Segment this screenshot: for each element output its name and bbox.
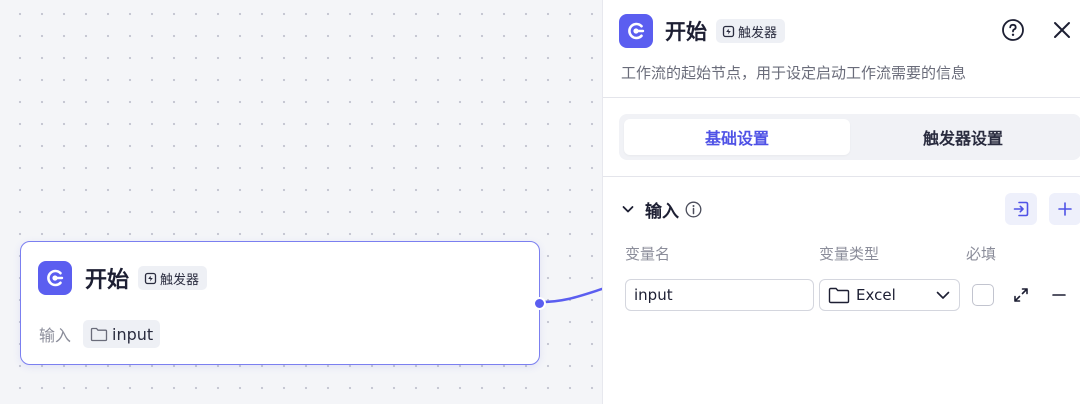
trigger-icon bbox=[144, 272, 157, 284]
workflow-canvas[interactable]: 开始 触发器 输入 input bbox=[0, 0, 602, 404]
folder-icon bbox=[828, 287, 850, 303]
chevron-down-icon[interactable] bbox=[621, 202, 635, 216]
panel-description: 工作流的起始节点，用于设定启动工作流需要的信息 bbox=[621, 64, 967, 82]
section-title: 输入 bbox=[645, 201, 679, 222]
column-header-name: 变量名 bbox=[625, 245, 671, 263]
panel-header: 开始 触发器 bbox=[619, 14, 786, 48]
tabs-divider bbox=[603, 176, 1080, 177]
required-checkbox[interactable] bbox=[972, 284, 994, 306]
badge-label: 触发器 bbox=[738, 25, 778, 41]
node-header: 开始 触发器 bbox=[38, 260, 208, 296]
close-button[interactable] bbox=[1048, 16, 1076, 44]
info-icon[interactable] bbox=[685, 201, 702, 218]
node-settings-panel: 开始 触发器 工作流的起始节点，用于设定启动工作流需要的信息 基础设置 触发器设… bbox=[602, 0, 1080, 404]
trigger-badge: 触发器 bbox=[716, 19, 786, 43]
chip-label: input bbox=[112, 324, 154, 344]
header-divider bbox=[603, 97, 1080, 98]
node-input-row: 输入 input bbox=[39, 319, 161, 349]
chevron-down-icon bbox=[936, 291, 950, 299]
node-input-label: 输入 bbox=[39, 326, 72, 345]
tab-basic-settings[interactable]: 基础设置 bbox=[624, 119, 850, 155]
start-logo-icon bbox=[38, 261, 72, 295]
start-logo-icon bbox=[619, 14, 653, 48]
start-node[interactable]: 开始 触发器 输入 input bbox=[20, 241, 540, 365]
connection-edge bbox=[539, 287, 602, 304]
panel-title: 开始 bbox=[665, 20, 707, 44]
plus-icon bbox=[1058, 202, 1072, 216]
trigger-badge: 触发器 bbox=[138, 266, 208, 290]
badge-label: 触发器 bbox=[160, 272, 200, 288]
expand-row-button[interactable] bbox=[1010, 284, 1032, 306]
column-header-type: 变量类型 bbox=[819, 245, 880, 263]
import-variables-button[interactable] bbox=[1005, 193, 1037, 225]
remove-row-button[interactable] bbox=[1048, 284, 1070, 306]
column-header-required: 必填 bbox=[966, 245, 997, 263]
folder-icon bbox=[90, 327, 108, 341]
add-variable-button[interactable] bbox=[1049, 193, 1080, 225]
help-circle-icon bbox=[1002, 19, 1024, 41]
minus-icon bbox=[1052, 294, 1066, 296]
input-variable-chip: input bbox=[83, 320, 161, 348]
close-icon bbox=[1054, 22, 1070, 38]
input-section-header[interactable]: 输入 bbox=[621, 196, 702, 222]
help-button[interactable] bbox=[999, 16, 1027, 44]
node-output-port[interactable] bbox=[533, 297, 546, 310]
trigger-icon bbox=[722, 25, 735, 37]
variable-type-select[interactable]: Excel bbox=[819, 279, 960, 311]
variable-name-input[interactable] bbox=[625, 279, 814, 311]
tab-trigger-settings[interactable]: 触发器设置 bbox=[922, 129, 1003, 148]
expand-icon bbox=[1014, 288, 1028, 302]
node-title: 开始 bbox=[85, 268, 130, 293]
variable-type-value: Excel bbox=[856, 286, 896, 304]
import-icon bbox=[1013, 201, 1029, 217]
settings-tabs: 基础设置 触发器设置 bbox=[619, 114, 1080, 160]
